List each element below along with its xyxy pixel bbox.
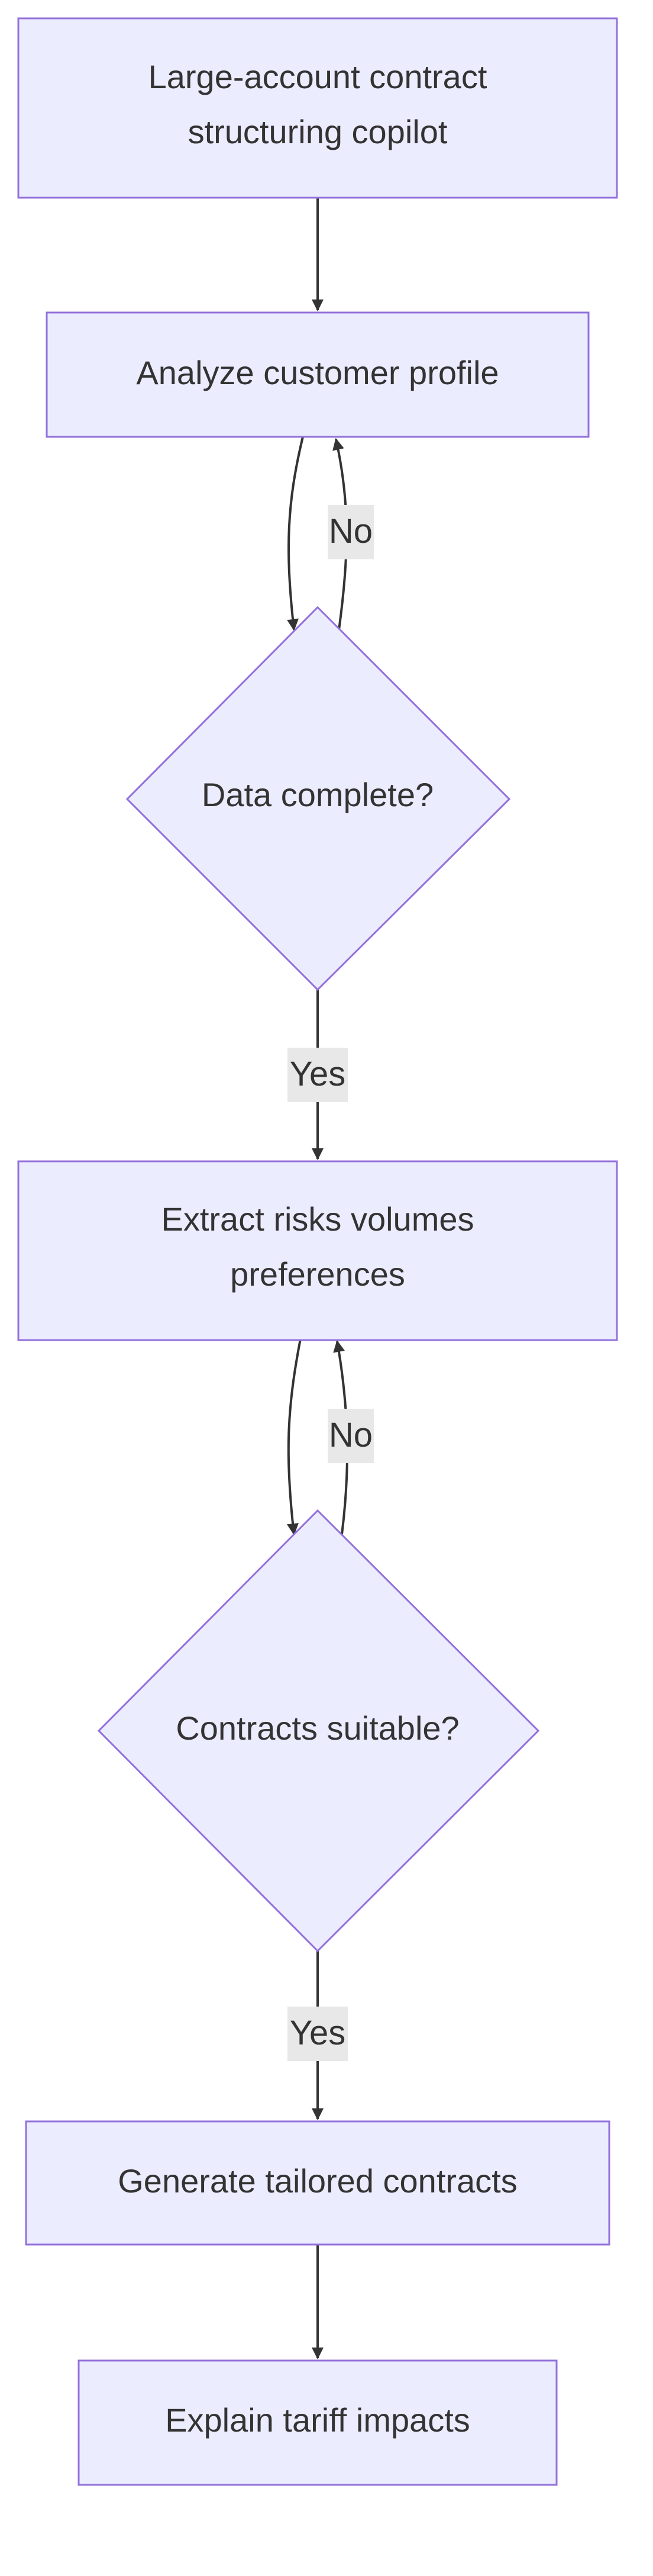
svg-text:Yes: Yes [290,1055,346,1093]
decision-contracts-suitable: Contracts suitable? [97,1509,540,1953]
svg-text:structuring copilot: structuring copilot [188,113,448,150]
node-generate-tailored-contracts: Generate tailored contracts [25,2120,610,2246]
decision-data-complete: Data complete? [125,606,511,991]
svg-text:Generate tailored contracts: Generate tailored contracts [118,2162,517,2200]
svg-text:No: No [329,1416,373,1454]
svg-text:Data complete?: Data complete? [202,776,434,813]
edge-analyze-to-data-complete [287,436,304,631]
edge-label-contracts-no: No [328,1409,374,1463]
svg-text:Extract risks volumes: Extract risks volumes [161,1200,474,1238]
node-explain-tariff-impacts: Explain tariff impacts [77,2359,558,2486]
edge-label-data-no: No [328,505,374,559]
svg-text:preferences: preferences [230,1255,405,1293]
svg-text:Large-account contract: Large-account contract [148,58,487,95]
svg-text:Explain tariff impacts: Explain tariff impacts [165,2401,470,2439]
node-analyze-customer-profile: Analyze customer profile [46,311,590,438]
node-extract-risks: Extract risks volumes preferences [17,1160,618,1341]
svg-text:No: No [329,512,373,550]
edge-extract-to-contracts-suitable [287,1338,302,1535]
svg-text:Contracts suitable?: Contracts suitable? [176,1709,459,1747]
edge-label-contracts-yes: Yes [287,2007,348,2061]
node-start: Large-account contract structuring copil… [17,17,618,199]
edge-label-data-yes: Yes [287,1048,348,1102]
svg-text:Yes: Yes [290,2014,346,2052]
svg-text:Analyze customer profile: Analyze customer profile [136,354,499,391]
